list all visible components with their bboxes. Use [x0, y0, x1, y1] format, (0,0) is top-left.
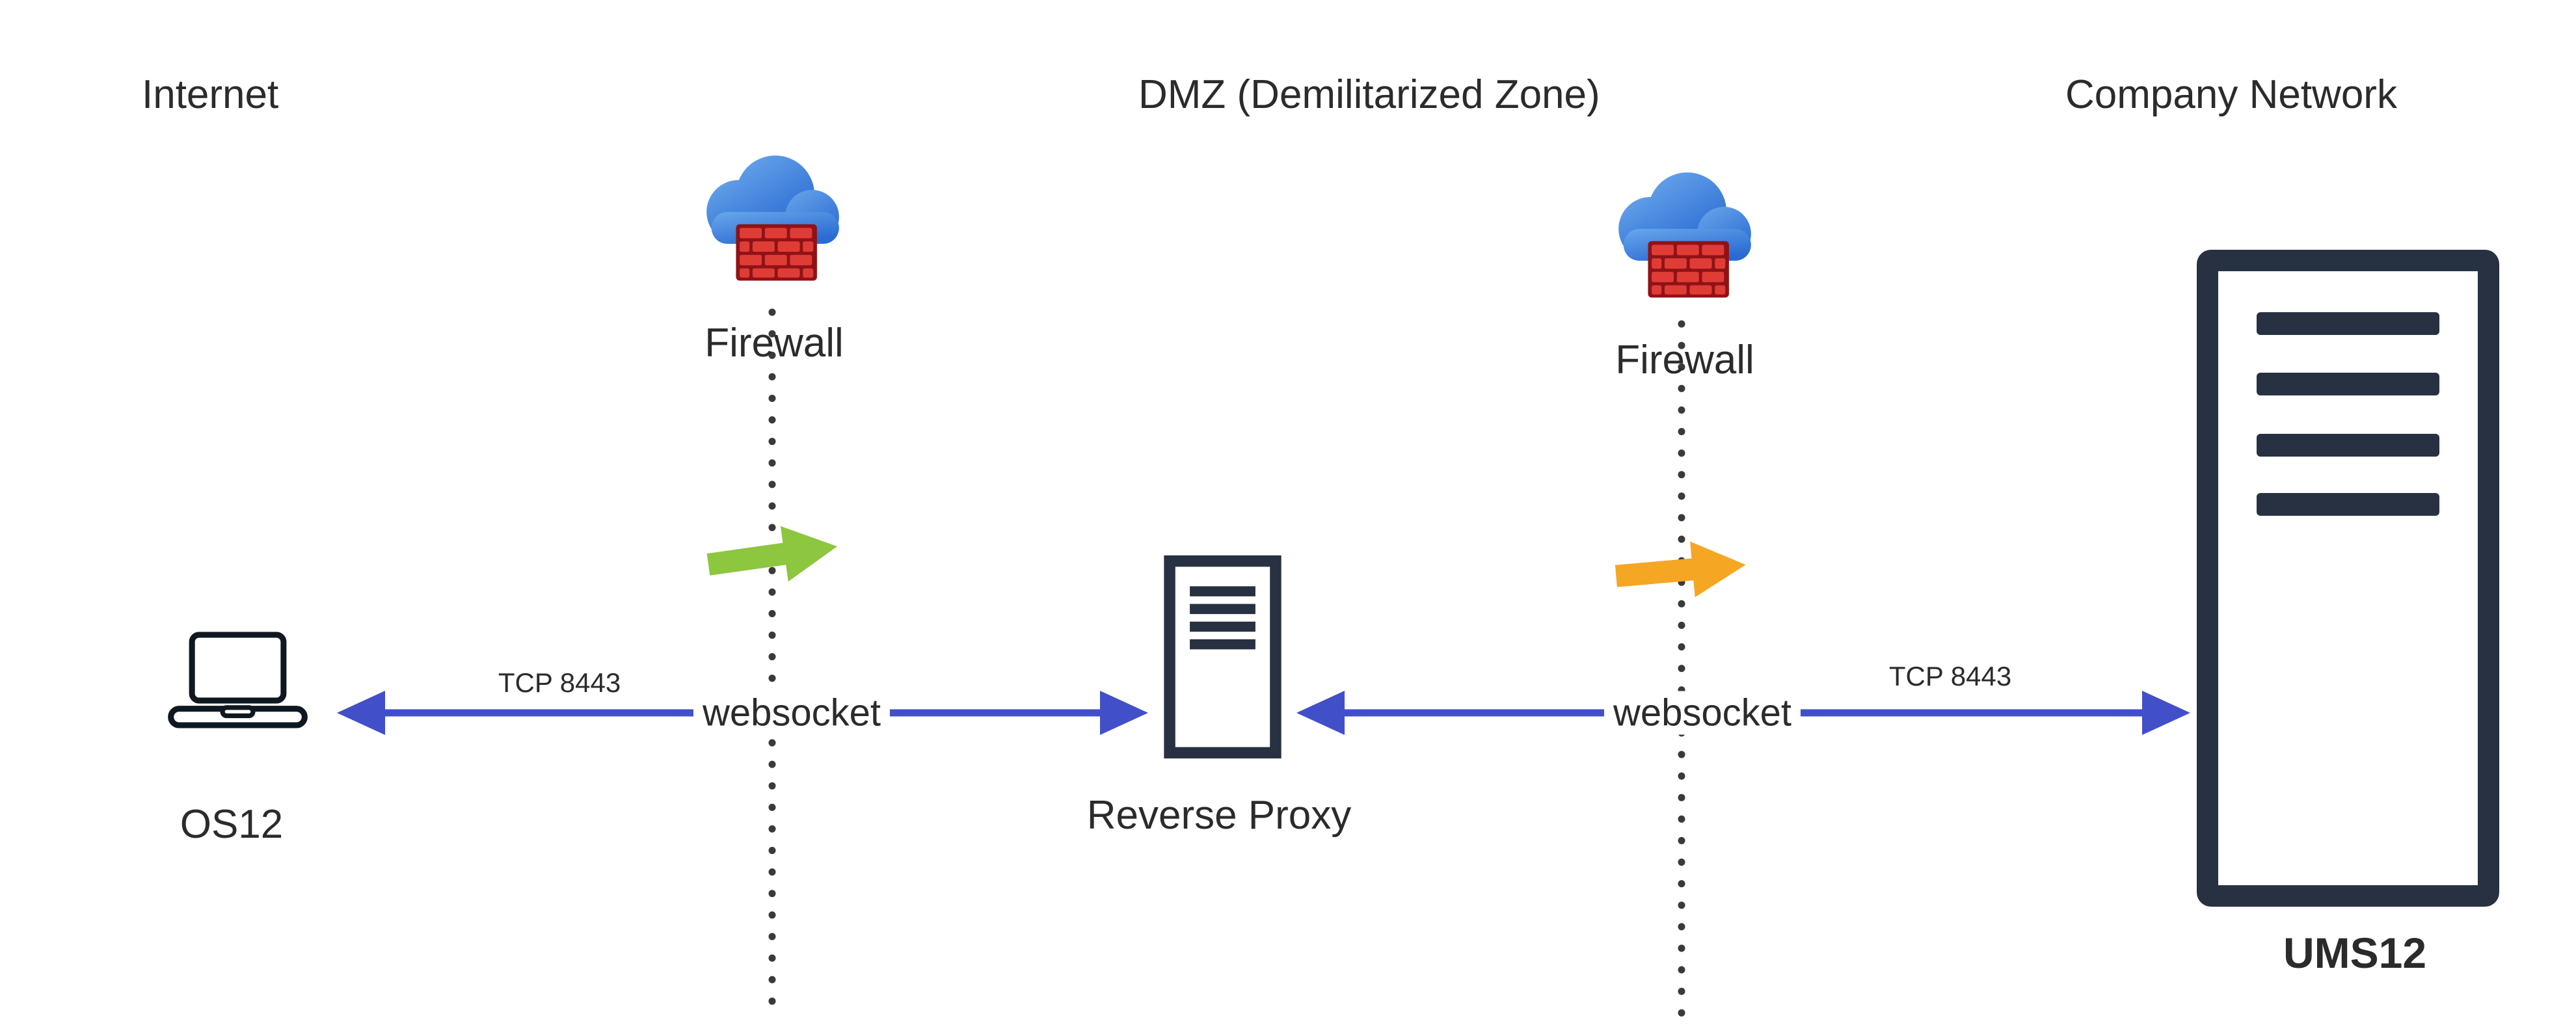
zone-label-company-network: Company Network — [2065, 72, 2397, 117]
laptop-icon — [168, 632, 308, 728]
server-icon — [1164, 555, 1281, 759]
firewall-right-node — [1599, 161, 1771, 326]
arrowhead-left-icon — [337, 691, 385, 735]
server-tower-icon — [2197, 250, 2499, 907]
brick-wall-icon — [736, 224, 817, 281]
firewall-cloud-icon — [1618, 172, 1751, 298]
zone-label-internet: Internet — [142, 72, 279, 117]
protocol-label-proxy-server: websocket — [1603, 691, 1801, 735]
firewall-left-label: Firewall — [704, 321, 844, 366]
zone-label-dmz: DMZ (Demilitarized Zone) — [1138, 72, 1600, 117]
tower-slot — [2257, 312, 2439, 335]
orange-traffic-arrow-icon — [1615, 541, 1746, 598]
tower-slot — [2257, 493, 2439, 516]
firewall-left-node — [687, 144, 859, 309]
reverse-proxy-node — [1159, 554, 1287, 760]
client-label: OS12 — [180, 802, 284, 847]
arrowhead-right-icon — [1100, 691, 1148, 735]
protocol-label-client-proxy: websocket — [693, 691, 891, 735]
client-node — [161, 629, 315, 737]
firewall-cloud-icon — [706, 155, 839, 281]
arrowhead-right-icon — [2142, 691, 2190, 735]
ums-server-label: UMS12 — [2283, 929, 2427, 977]
green-traffic-arrow-icon — [706, 526, 838, 582]
port-label-proxy-server: TCP 8443 — [1888, 661, 2012, 691]
reverse-proxy-label: Reverse Proxy — [1086, 793, 1352, 838]
tower-slot — [2257, 434, 2439, 457]
arrowhead-left-icon — [1296, 691, 1345, 735]
port-label-client-proxy: TCP 8443 — [498, 667, 621, 698]
tower-slot — [2257, 373, 2439, 395]
brick-wall-icon — [1648, 241, 1729, 298]
firewall-right-label: Firewall — [1615, 338, 1754, 382]
